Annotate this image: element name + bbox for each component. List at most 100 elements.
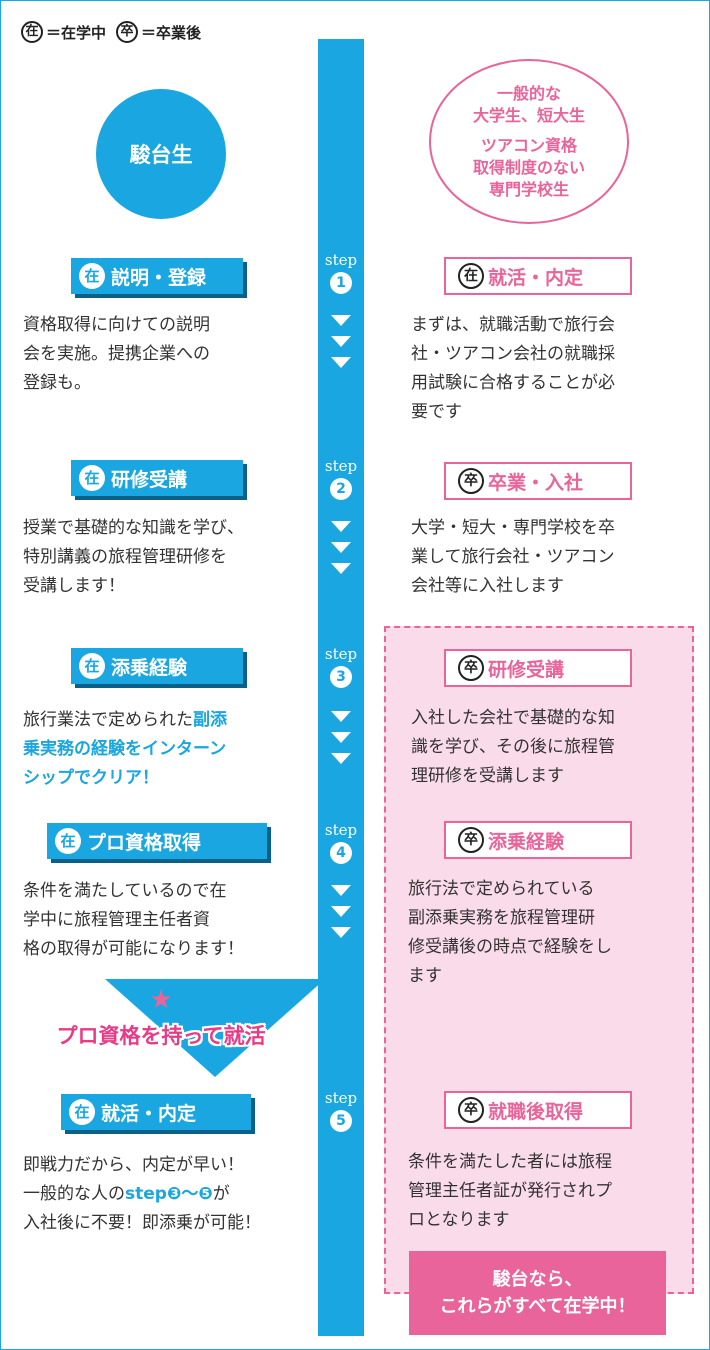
down-arrow-icon: [331, 563, 351, 574]
general-header-line: 取得制度のない: [472, 157, 585, 177]
step-word: step: [324, 251, 358, 269]
label-text: 添乗経験: [111, 656, 188, 679]
left-step-4-label: 在 プロ資格取得: [47, 823, 267, 859]
callout-text: プロ資格を持って就活: [56, 1024, 266, 1048]
text-line: 入社後に不要！即添乗が可能！: [23, 1213, 261, 1233]
text-line: 即戦力だから、内定が早い！: [23, 1155, 244, 1175]
zai-badge-icon: 在: [21, 21, 43, 43]
left-step-2-label: 在 研修受講: [71, 460, 243, 496]
zai-badge-icon: 在: [79, 465, 105, 491]
step-4-marker: step 4: [318, 821, 364, 864]
label-text: 卒業・入社: [488, 471, 584, 494]
text-line: まずは、就職活動で旅行会: [411, 315, 615, 335]
right-step-5-label: 卒 就職後取得: [444, 1091, 632, 1129]
left-step-5-label: 在 就活・内定: [61, 1094, 251, 1130]
text-plain: 旅行業法で定められた: [23, 710, 193, 730]
left-step-5-text: 即戦力だから、内定が早い！ 一般的な人のstep❸〜❺が 入社後に不要！即添乗が…: [23, 1151, 261, 1238]
text-line: ロとなります: [408, 1210, 510, 1230]
step-2-arrows: [331, 521, 351, 584]
sotsu-badge-icon: 卒: [116, 21, 139, 43]
right-step-4-text: 旅行法で定められている 副添乗実務を旅程管理研 修受講後の時点で経験をし ます: [408, 875, 612, 991]
text-line: 大学・短大・専門学校を卒: [411, 518, 615, 538]
down-arrow-icon: [331, 315, 351, 326]
down-arrow-icon: [331, 711, 351, 722]
text-line: 管理主任者証が発行されプ: [408, 1181, 612, 1201]
text-highlight: 乗実務の経験をインターン: [23, 739, 227, 759]
text-line: 旅行業法で定められた副添: [23, 706, 227, 735]
label-text: プロ資格取得: [87, 831, 202, 854]
zai-badge-icon: 在: [79, 263, 105, 289]
text-line: 修受講後の時点で経験をし: [408, 937, 612, 957]
banner-line: 駿台なら、: [492, 1269, 583, 1290]
text-line: 会社等に入社します: [411, 576, 564, 596]
left-step-3-text: 旅行業法で定められた副添 乗実務の経験をインターン シップでクリア！: [23, 706, 227, 793]
post-graduation-region: [384, 626, 694, 1294]
right-step-2-text: 大学・短大・専門学校を卒 業して旅行会社・ツアコン 会社等に入社します: [411, 514, 615, 601]
step-1-marker: step 1: [318, 251, 364, 294]
star-icon: ★: [149, 985, 173, 1015]
step-number: 5: [330, 1110, 352, 1132]
zai-legend-label: ＝在学中: [46, 23, 107, 42]
down-triangle-icon: [105, 979, 325, 1077]
text-line: 業して旅行会社・ツアコン: [411, 547, 615, 567]
right-step-1-label: 在 就活・内定: [444, 257, 632, 295]
down-arrow-icon: [331, 927, 351, 938]
text-line: 旅行法で定められている: [408, 879, 595, 899]
right-step-3-text: 入社した会社で基礎的な知 識を学び、その後に旅程管 理研修を受講します: [411, 704, 615, 791]
sotsu-badge-icon: 卒: [458, 827, 484, 853]
zai-badge-icon: 在: [69, 1099, 95, 1125]
general-header-line: 大学生、短大生: [472, 105, 585, 125]
text-line: 学中に旅程管理主任者資: [23, 910, 210, 930]
text-highlight: 副添: [193, 710, 227, 730]
zai-badge-icon: 在: [55, 828, 81, 854]
sotsu-badge-icon: 卒: [458, 468, 484, 494]
step-number: 2: [330, 478, 352, 500]
step-number: 4: [330, 842, 352, 864]
text-line: 受講します！: [23, 576, 125, 596]
step-word: step: [324, 821, 358, 839]
legend: 在 ＝在学中 卒 ＝卒業後: [21, 21, 211, 43]
step-number: 1: [330, 272, 352, 294]
step-range: step❸〜❺: [125, 1184, 213, 1204]
text-line: 用試験に合格することが必: [411, 373, 615, 393]
label-text: 説明・登録: [111, 266, 207, 289]
text-line: 会を実施。提携企業への: [23, 344, 210, 364]
general-header-line: 一般的な: [496, 83, 561, 103]
right-step-1-text: まずは、就職活動で旅行会 社・ツアコン会社の就職採 用試験に合格することが必 要…: [411, 311, 615, 427]
label-text: 就職後取得: [488, 1100, 584, 1123]
text-line: 一般的な人のstep❸〜❺が: [23, 1180, 261, 1209]
left-step-1-label: 在 説明・登録: [71, 258, 243, 294]
step-3-marker: step 3: [318, 645, 364, 688]
text-plain: が: [212, 1184, 230, 1204]
text-highlight: シップでクリア！: [23, 768, 159, 788]
down-arrow-icon: [331, 906, 351, 917]
left-step-4-text: 条件を満たしているので在 学中に旅程管理主任者資 格の取得が可能になります！: [23, 877, 244, 964]
label-text: 添乗経験: [488, 830, 565, 853]
zai-badge-icon: 在: [458, 263, 484, 289]
general-header-line: ツアコン資格: [480, 135, 577, 155]
sotsu-badge-icon: 卒: [458, 655, 484, 681]
text-line: 条件を満たした者には旅程: [408, 1152, 612, 1172]
text-line: 識を学び、その後に旅程管: [411, 737, 615, 757]
down-arrow-icon: [331, 357, 351, 368]
step-word: step: [324, 1089, 358, 1107]
text-line: 条件を満たしているので在: [23, 881, 227, 901]
step-word: step: [324, 457, 358, 475]
text-line: 特別講義の旅程管理研修を: [23, 547, 227, 567]
down-arrow-icon: [331, 336, 351, 347]
label-text: 研修受講: [111, 468, 188, 491]
banner-line: これらがすべて在学中！: [439, 1296, 636, 1317]
text-line: 登録も。: [23, 373, 91, 393]
right-step-4-label: 卒 添乗経験: [444, 821, 632, 859]
right-step-5-text: 条件を満たした者には旅程 管理主任者証が発行されプ ロとなります: [408, 1148, 612, 1235]
sundai-student-header: 駿台生: [96, 89, 226, 219]
right-step-3-label: 卒 研修受講: [444, 649, 632, 687]
sundai-summary-banner: 駿台なら、 これらがすべて在学中！: [409, 1251, 666, 1335]
step-number: 3: [330, 666, 352, 688]
down-arrow-icon: [331, 521, 351, 532]
text-line: 授業で基礎的な知識を学び、: [23, 518, 244, 538]
text-line: ます: [408, 966, 442, 986]
left-step-1-text: 資格取得に向けての説明 会を実施。提携企業への 登録も。: [23, 311, 210, 398]
step-word: step: [324, 645, 358, 663]
